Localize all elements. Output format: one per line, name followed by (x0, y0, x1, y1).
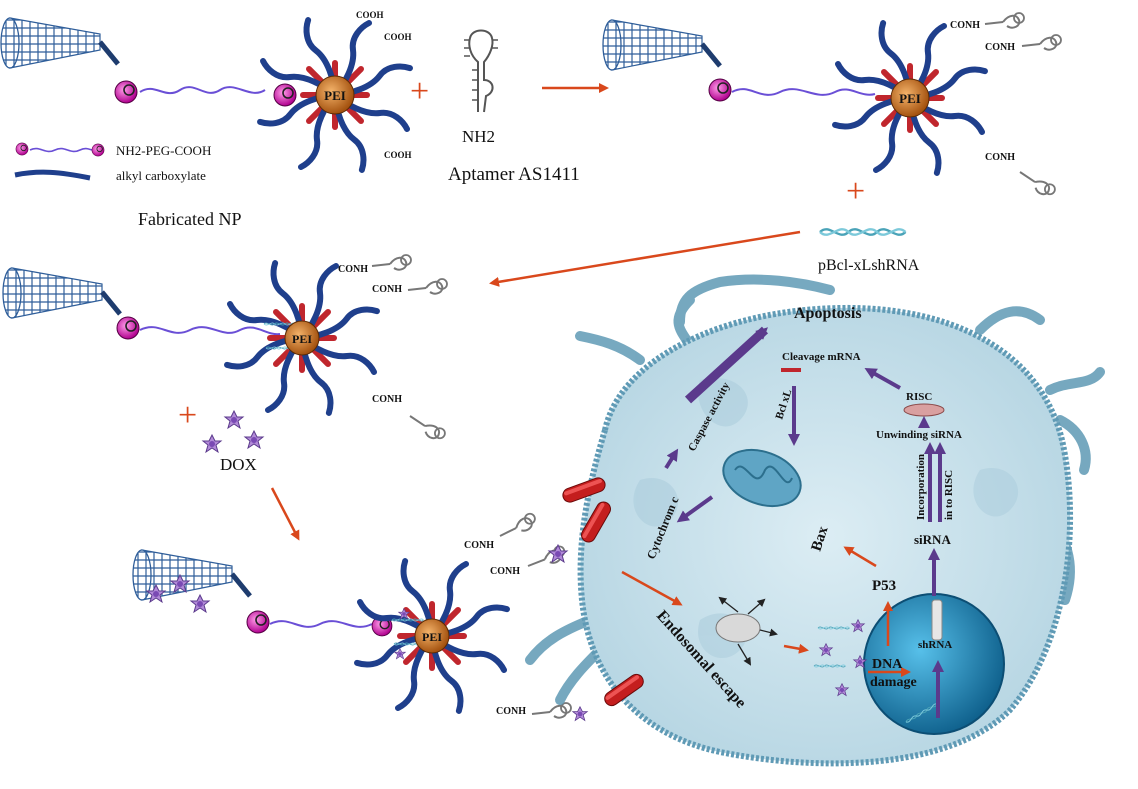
conh-label-1: CONH (950, 20, 980, 31)
bax-label: Bax (809, 524, 832, 553)
apoptosis-label: Apoptosis (794, 305, 862, 322)
fabricated-np-label: Fabricated NP (138, 209, 241, 229)
shrna-plasmid-label: pBcl-xLshRNA (818, 257, 920, 274)
dox-molecules (202, 410, 264, 453)
plus-3: + (178, 397, 197, 434)
legend: NH2-PEG-COOH alkyl carboxylate (14, 142, 211, 183)
arrow-2 (489, 230, 801, 287)
nh2-label: NH2 (462, 127, 495, 146)
conh-label-7: CONH (464, 540, 494, 551)
peg-chain-1 (139, 86, 266, 95)
cooh-label-3: COOH (384, 150, 412, 160)
sirna-label: siRNA (914, 532, 951, 547)
endosome (715, 613, 761, 643)
dox-label: DOX (220, 455, 257, 474)
cleavage-label: Cleavage mRNA (782, 351, 861, 363)
damage-label: damage (870, 675, 917, 690)
pei-label-1: PEI (324, 88, 346, 103)
cooh-label-2: COOH (384, 32, 412, 42)
bead-1 (114, 80, 138, 104)
conh-label-9: CONH (496, 706, 526, 717)
conh-label-8: CONH (490, 566, 520, 577)
pei-label-4: PEI (422, 630, 442, 644)
pei-core-2: PEI (835, 23, 985, 173)
into-risc-label: in to RISC (943, 470, 955, 520)
apoptosis-arrow (684, 326, 769, 404)
arrow-3 (270, 487, 300, 541)
p53-label: P53 (872, 578, 896, 594)
pei-label-3: PEI (292, 332, 312, 346)
unwinding-label: Unwinding siRNA (876, 429, 962, 441)
conh-label-2: CONH (985, 42, 1015, 53)
incorporation-label: Incorporation (915, 454, 927, 520)
shrna-helix (818, 228, 907, 236)
pei-core-3: PEI (227, 263, 377, 413)
legend-peg-label: NH2-PEG-COOH (116, 143, 211, 158)
dox-np-group: PEI CONH CONH CONH (133, 511, 588, 721)
conh-label-6: CONH (372, 394, 402, 405)
cell (525, 274, 1105, 767)
fabricated-np-group: PEI COOH COOH COOH NH2-PEG-COOH alkyl ca… (1, 10, 412, 229)
plus-2: + (846, 173, 865, 210)
plus-1: + (410, 73, 429, 110)
legend-peg-icon (15, 142, 29, 156)
complex-np-group: PEI CONH CONH CONH (3, 254, 448, 445)
aptamer-hairpin (464, 29, 498, 113)
shrna-plasmid-in-nucleus (931, 599, 943, 641)
conh-label-4: CONH (338, 264, 368, 275)
pei-core-4: PEI (357, 561, 507, 711)
pei-core-1: PEI (260, 20, 410, 170)
dna-label: DNA (872, 657, 903, 672)
bead-1b (273, 83, 297, 107)
cnt-1 (1, 18, 118, 68)
apt-np-group: PEI CONH CONH CONH (603, 12, 1062, 201)
shrna-label: shRNA (918, 639, 952, 651)
cooh-label-1: COOH (356, 10, 384, 20)
aptamer-label: Aptamer AS1411 (448, 164, 580, 185)
conh-label-5: CONH (372, 284, 402, 295)
risc-label: RISC (906, 391, 932, 403)
risc-complex (903, 403, 945, 417)
legend-alkyl-icon (14, 169, 91, 181)
conh-label-3: CONH (985, 152, 1015, 163)
mitochondrion (722, 448, 802, 508)
pei-label-2: PEI (899, 91, 921, 106)
legend-alkyl-label: alkyl carboxylate (116, 168, 206, 183)
